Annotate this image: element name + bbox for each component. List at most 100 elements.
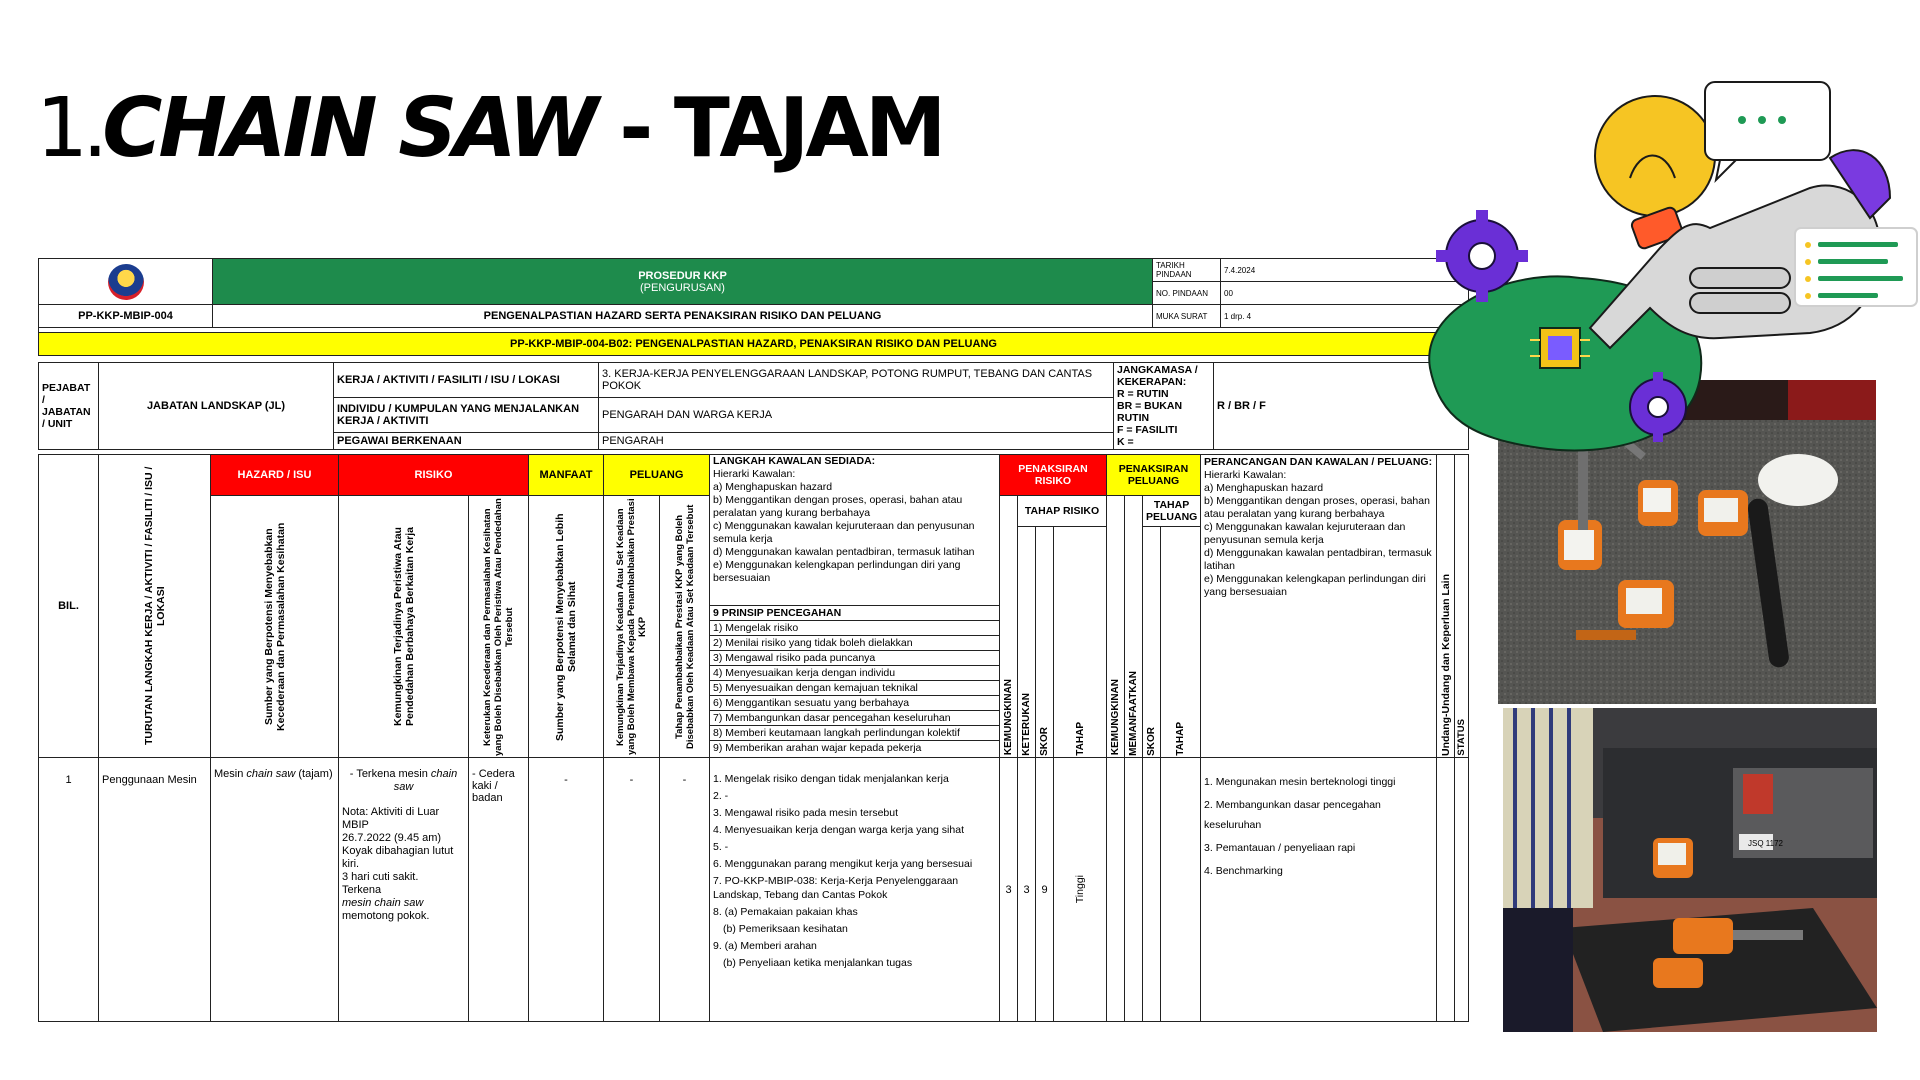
col-keterukan: Keterukan Kecederaan dan Permasalahan Ke… (468, 495, 529, 758)
col-kemungkinan-peluang-short: KEMUNGKINAN (1106, 495, 1126, 758)
list-item: 3. Mengawal risiko pada mesin tersebut (713, 807, 899, 819)
row-tahap: Tinggi (1052, 757, 1108, 1022)
col-skor-peluang: SKOR (1142, 526, 1162, 758)
list-item: 6. Menggunakan parang mengikut kerja yan… (713, 858, 973, 870)
slide-title: 1.CHAIN SAW - TAJAM (36, 88, 946, 170)
pegawai-value: PENGARAH (598, 432, 1114, 450)
col-tahap-risiko: TAHAP RISIKO (1016, 495, 1108, 527)
prinsip-item: 9) Memberikan arahan wajar kepada pekerj… (710, 740, 999, 755)
list-item: 8. (a) Pemakaian pakaian khas (713, 906, 858, 918)
row-empty (1106, 757, 1126, 1022)
individu-label: INDIVIDU / KUMPULAN YANG MENJALANKAN KER… (333, 397, 599, 433)
col-kemungkinan: KEMUNGKINAN (999, 495, 1018, 758)
row-keterukan-val: 3 (1017, 757, 1036, 1022)
chainsaw-orange-1 (1653, 838, 1693, 878)
council-logo (107, 263, 144, 300)
chainsaw-3 (1576, 580, 1674, 640)
col-kemungkinan-peluang: Kemungkinan Terjadinya Keadaan Atau Set … (603, 495, 660, 758)
col-tahap-penambahbaikan: Tahap Penambahbaikan Prestasi KKP yang B… (659, 495, 710, 758)
list-item: 1. Mengelak risiko dengan tidak menjalan… (713, 773, 949, 785)
individu-value: PENGARAH DAN WARGA KERJA (598, 397, 1114, 433)
table-row: 1 Penggunaan Mesin Mesin chain saw (taja… (38, 757, 1470, 1022)
row-kemungkinan: 3 (999, 757, 1018, 1022)
prinsip-item: 1) Mengelak risiko (710, 620, 999, 636)
illustration-drawing (1428, 81, 1918, 452)
list-item: 5. - (713, 841, 729, 853)
row-peluang-kemungkinan: - (603, 757, 660, 1022)
col-skor: SKOR (1035, 526, 1054, 758)
langkah-kawalan-cell: LANGKAH KAWALAN SEDIADA: Hierarki Kawala… (709, 454, 1000, 758)
gear-icon-small (1629, 372, 1687, 442)
list-item: 4. Benchmarking (1204, 865, 1283, 877)
col-bil: BIL. (38, 454, 99, 758)
row-manfaat: - (528, 757, 604, 1022)
col-status: STATUS (1454, 454, 1470, 758)
prinsip-item: 4) Menyesuaikan kerja dengan individu (710, 665, 999, 681)
row-turutan: Penggunaan Mesin (98, 757, 211, 1022)
prinsip-item: 3) Mengawal risiko pada puncanya (710, 650, 999, 666)
col-tahap-peluang: TAHAP PELUANG (1142, 495, 1202, 527)
chainsaw-4 (1698, 490, 1748, 536)
chainsaw-orange-2 (1653, 918, 1803, 988)
col-penaksiran-peluang: PENAKSIRAN PELUANG (1106, 454, 1202, 496)
pejabat-value: JABATAN LANDSKAP (JL) (98, 362, 334, 450)
meta-label: NO. PINDAAN (1152, 281, 1221, 305)
col-keterukan-short: KETERUKAN (1017, 526, 1036, 758)
photo-truck-chainsaws-drawing: JSQ 1172 (1503, 708, 1877, 1032)
col-turutan: TURUTAN LANGKAH KERJA / AKTIVITI / FASIL… (98, 454, 211, 758)
row-empty (1124, 757, 1144, 1022)
form-subtitle: PP-KKP-MBIP-004-B02: PENGENALPASTIAN HAZ… (38, 332, 1469, 356)
col-penaksiran-risiko: PENAKSIRAN RISIKO (998, 454, 1108, 496)
person-striped-shirt (1503, 708, 1593, 1032)
form-info-table: PEJABAT / JABATAN / UNIT JABATAN LANDSKA… (38, 362, 1469, 450)
chip-icon (1530, 327, 1590, 369)
row-peluang-tahap: - (659, 757, 710, 1022)
logo-cell (38, 258, 213, 305)
chat-bubble-icon (1704, 81, 1831, 184)
perancangan-cell: PERANCANGAN DAN KAWALAN / PELUANG: Hiera… (1200, 454, 1438, 758)
slide-title-rest: - TAJAM (594, 81, 946, 176)
col-sumber-manfaat: Sumber yang Berpotensi Menyebabkan Lebih… (528, 495, 604, 758)
pegawai-label: PEGAWAI BERKENAAN (333, 432, 599, 450)
pejabat-label: PEJABAT / JABATAN / UNIT (38, 362, 99, 450)
col-kemungkinan-risiko: Kemungkinan Terjadinya Peristiwa Atau Pe… (338, 495, 469, 758)
row-empty (1454, 757, 1470, 1022)
robot-hand-illustration (1390, 78, 1920, 478)
col-sumber-hazard: Sumber yang Berpotensi Menyebabkan Keced… (210, 495, 339, 758)
list-item: 9. (a) Memberi arahan (713, 940, 817, 952)
row-skor: 9 (1035, 757, 1054, 1022)
list-item: 7. PO-KKP-MBIP-038: Kerja-Kerja Penyelen… (713, 875, 959, 901)
row-empty (1160, 757, 1202, 1022)
kerja-label: KERJA / AKTIVITI / FASILITI / ISU / LOKA… (333, 362, 599, 398)
row-empty (1142, 757, 1162, 1022)
prinsip-item: 8) Memberi keutamaan langkah perlindunga… (710, 725, 999, 741)
photo-truck-chainsaws: JSQ 1172 (1503, 708, 1877, 1032)
doc-title: PENGENALPASTIAN HAZARD SERTA PENAKSIRAN … (212, 304, 1153, 328)
meta-label: TARIKH PINDAAN (1152, 258, 1221, 282)
row-bil: 1 (38, 757, 99, 1022)
col-undang: Undang-Undang dan Keperluan Lain (1436, 454, 1456, 758)
slide-title-italic: CHAIN SAW (102, 81, 598, 176)
doc-code: PP-KKP-MBIP-004 (38, 304, 213, 328)
row-empty (1436, 757, 1456, 1022)
chainsaw-1 (1558, 420, 1602, 570)
slide-number: 1. (36, 81, 108, 176)
gear-icon (1436, 210, 1528, 302)
col-memanfaatkan: MEMANFAATKAN (1124, 495, 1144, 758)
col-tahap-peluang-short: TAHAP (1160, 526, 1202, 758)
leaf-blower (1747, 454, 1838, 668)
robot-hand-icon (1588, 149, 1892, 350)
row-risiko: - Terkena mesin chain saw Nota: Aktiviti… (338, 757, 469, 1022)
col-peluang: PELUANG (603, 454, 710, 496)
list-item: 1. Mengunakan mesin berteknologi tinggi (1204, 776, 1396, 788)
col-tahap: TAHAP (1052, 526, 1108, 758)
form-main-table: BIL. TURUTAN LANGKAH KERJA / AKTIVITI / … (38, 454, 1470, 1022)
prinsip-item: 5) Menyesuaikan dengan kemajuan teknikal (710, 680, 999, 696)
prinsip-item: 7) Membangunkan dasar pencegahan keselur… (710, 710, 999, 726)
jangkamasa-cell: JANGKAMASA / KEKERAPAN: R = RUTIN BR = B… (1113, 362, 1214, 450)
meta-label: MUKA SURAT (1152, 304, 1221, 328)
prinsip-item: 2) Menilai risiko yang tidak boleh diela… (710, 635, 999, 651)
row-perancangan: 1. Mengunakan mesin berteknologi tinggi … (1200, 757, 1438, 1022)
prinsip-item: 6) Menggantikan sesuatu yang berbahaya (710, 695, 999, 711)
checklist-card-icon (1794, 227, 1918, 307)
